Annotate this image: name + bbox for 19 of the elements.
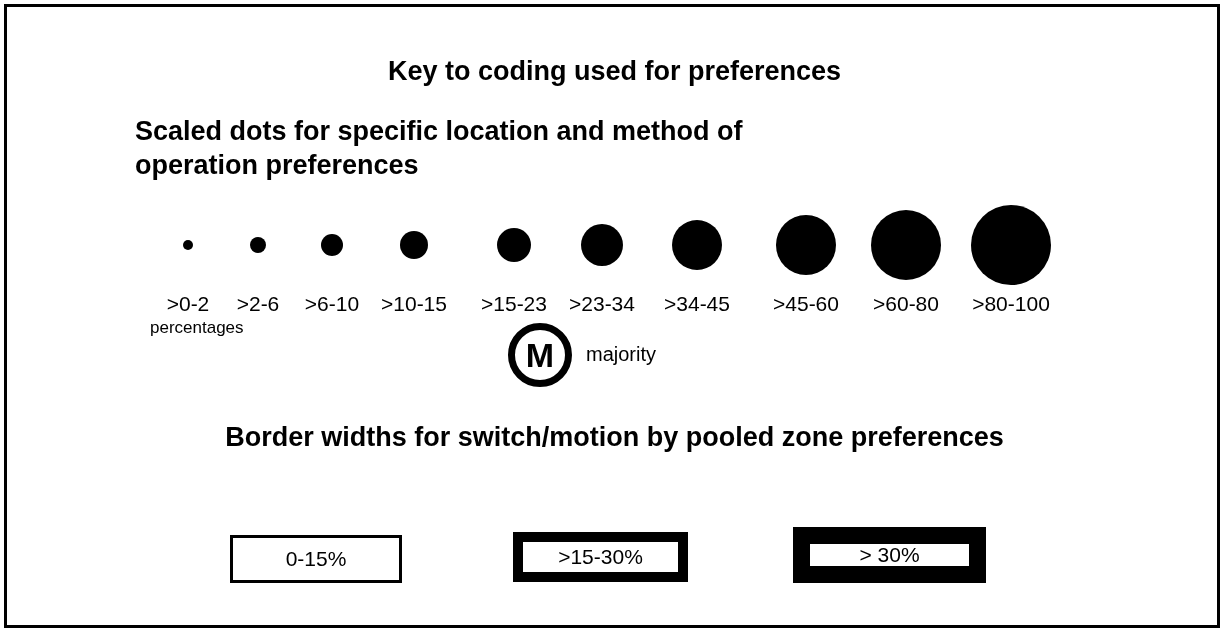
range-label: >23-34 xyxy=(569,292,635,316)
range-label: >45-60 xyxy=(773,292,839,316)
range-label: >34-45 xyxy=(664,292,730,316)
border-width-sample: > 30% xyxy=(793,527,986,583)
range-label: >60-80 xyxy=(873,292,939,316)
range-label: >6-10 xyxy=(304,292,360,316)
border-width-sample: 0-15% xyxy=(230,535,402,583)
symbol-caption: majority xyxy=(586,343,656,366)
range-label: >0-2 xyxy=(166,292,210,316)
key-title: Key to coding used for preferences xyxy=(386,55,843,88)
section-heading: Border widths for switch/motion by pooled zone preferences xyxy=(224,421,1005,454)
range-label: >2-6 xyxy=(236,292,280,316)
circled-letter-symbol: M xyxy=(508,323,572,387)
unit-note: percentages xyxy=(150,318,244,338)
section-heading: Scaled dots for specific location and method of operation preferences xyxy=(135,115,744,182)
range-label: >15-23 xyxy=(481,292,547,316)
range-label: >80-100 xyxy=(972,292,1050,316)
border-width-sample: >15-30% xyxy=(513,532,688,582)
range-label: >10-15 xyxy=(381,292,447,316)
